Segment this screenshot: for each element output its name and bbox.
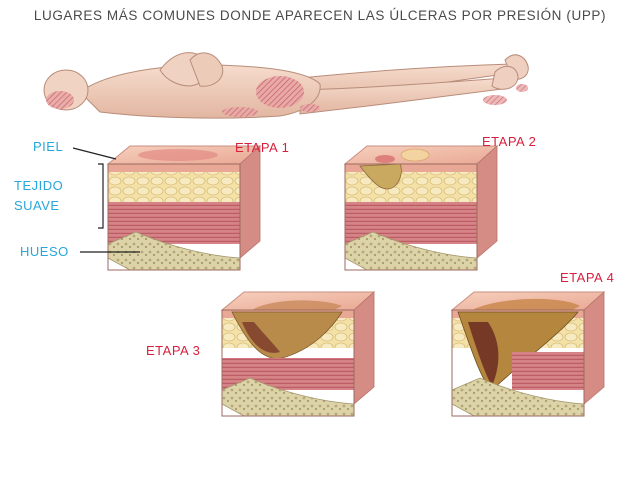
tissue-block-stage-2 [343,145,499,271]
label-hueso: HUESO [20,244,69,259]
page-title: LUGARES MÁS COMUNES DONDE APARECEN LAS Ú… [33,8,607,23]
label-etapa-3: ETAPA 3 [146,343,201,358]
tissue-block-stage-4 [450,291,606,417]
label-etapa-1: ETAPA 1 [235,140,290,155]
label-suave: SUAVE [14,198,60,213]
tissue-block-stage-3 [220,291,376,417]
label-etapa-4: ETAPA 4 [560,270,615,285]
label-tejido: TEJIDO [14,178,64,193]
tissue-block-stage-1 [106,145,262,271]
label-etapa-2: ETAPA 2 [482,134,537,149]
label-piel: PIEL [33,139,64,154]
label-leaders [72,147,140,253]
reclining-body [43,52,529,119]
